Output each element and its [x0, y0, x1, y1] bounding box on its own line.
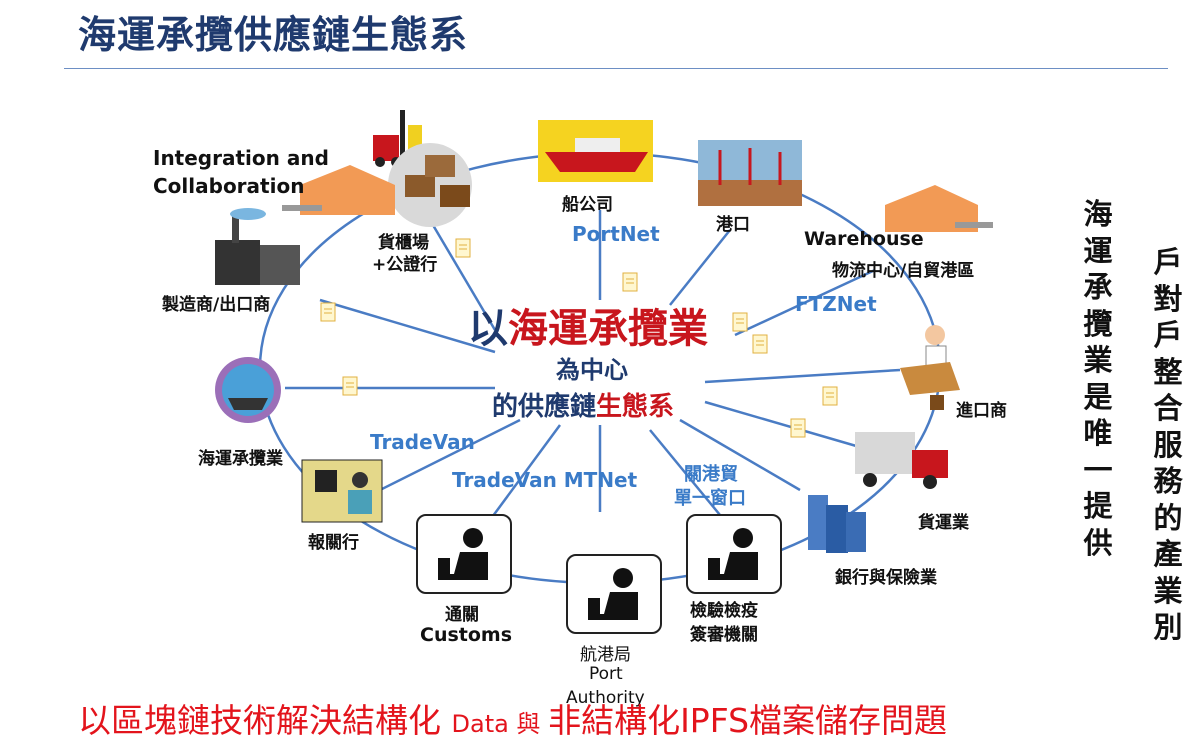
line-to-port — [669, 229, 731, 306]
port-authority-label-3: Authority — [566, 688, 645, 708]
container-yard-label-2: +公證行 — [372, 255, 438, 275]
port-authority-label-1: 航港局 — [580, 645, 631, 665]
port-authority-officer-icon — [566, 554, 662, 634]
center-title-line-3: 的供應鏈生態系 — [492, 386, 674, 423]
document-icon — [622, 272, 638, 292]
tradevan-mtnet-label: TradeVan MTNet — [452, 468, 638, 492]
document-icon — [790, 418, 806, 438]
customs-label-1: 通關 — [445, 605, 479, 625]
freight-forwarder-label: 海運承攬業 — [198, 449, 283, 469]
line-to-trucking — [704, 400, 871, 452]
logistics-label: 物流中心/自貿港區 — [832, 261, 975, 281]
document-icon — [320, 302, 336, 322]
truck-icon — [855, 432, 948, 489]
center-prefix: 以 — [468, 306, 508, 352]
single-window-label-2: 單一窗口 — [674, 488, 746, 509]
center-line3-highlight: 生態系 — [596, 392, 675, 422]
trucking-label: 貨運業 — [918, 513, 969, 533]
importer-label: 進口商 — [956, 401, 1007, 421]
container-yard-label-1: 貨櫃場 — [378, 233, 429, 253]
warehouse-label: Warehouse — [804, 228, 924, 250]
customs-label-2: Customs — [420, 624, 513, 646]
line-to-container-yard — [428, 219, 497, 331]
portnet-label: PortNet — [572, 222, 660, 246]
center-line3-prefix: 的供應鏈 — [492, 392, 597, 422]
document-icon — [822, 386, 838, 406]
factory-icon — [215, 208, 300, 285]
document-icon — [732, 312, 748, 332]
document-icon — [455, 238, 471, 258]
line-to-broker — [379, 418, 521, 492]
customs-broker-label: 報關行 — [308, 533, 359, 553]
warehouse-icon-right — [885, 185, 993, 232]
port-icon — [698, 140, 802, 206]
port-authority-label-2: Port — [589, 664, 623, 684]
line-to-banking — [679, 418, 801, 492]
center-highlight: 海運承攬業 — [508, 306, 708, 352]
customs-officer-icon — [416, 514, 512, 594]
banner-part-3: 非結構化IPFS檔案儲存問題 — [548, 701, 948, 740]
cargo-boxes-icon — [388, 143, 472, 227]
side-text-column-1: 海運承攬業是唯一提供 — [1083, 197, 1113, 560]
line-to-manufacturer — [319, 298, 496, 354]
tradevan-label: TradeVan — [370, 430, 475, 454]
inspection-label-2: 簽審機關 — [690, 625, 758, 645]
line-to-inspection — [649, 429, 721, 516]
banner-part-2: Data 與 — [451, 710, 549, 738]
businessman-icon — [900, 325, 960, 410]
collaboration-label: Collaboration — [153, 174, 305, 198]
integration-label: Integration and — [153, 146, 329, 170]
inspection-label-1: 檢驗檢疫 — [690, 601, 758, 621]
port-label: 港口 — [716, 215, 750, 235]
document-icon — [752, 334, 768, 354]
manufacturer-label: 製造商/出口商 — [162, 295, 271, 315]
center-title-line-1: 以海運承攬業 — [468, 296, 708, 354]
side-text-column-2: 戶對戶整合服務的產業別 — [1153, 245, 1183, 644]
line-to-logistics — [734, 268, 876, 337]
banner-part-1: 以區塊鏈技術解決結構化 — [78, 701, 452, 740]
connector-lines — [285, 210, 901, 521]
banking-label: 銀行與保險業 — [835, 568, 937, 588]
title-divider — [64, 68, 1168, 69]
globe-ship-icon — [215, 357, 281, 423]
center-title-line-2: 為中心 — [556, 356, 628, 384]
shipping-company-label: 船公司 — [562, 195, 613, 215]
document-icon — [342, 376, 358, 396]
inspection-officer-icon — [686, 514, 782, 594]
warehouse-icon-left — [282, 165, 395, 215]
computer-operator-icon — [301, 459, 383, 523]
bank-buildings-icon — [808, 495, 866, 553]
single-window-label-1: 關港貿 — [684, 464, 738, 485]
ship-icon — [538, 120, 653, 182]
line-to-importer — [704, 368, 901, 384]
page-title: 海運承攬供應鏈生態系 — [78, 13, 469, 57]
line-to-customs — [488, 424, 562, 521]
bottom-banner: 以區塊鏈技術解決結構化 Data 與 非結構化IPFS檔案儲存問題 — [78, 694, 947, 742]
ftznet-label: FTZNet — [795, 292, 877, 316]
